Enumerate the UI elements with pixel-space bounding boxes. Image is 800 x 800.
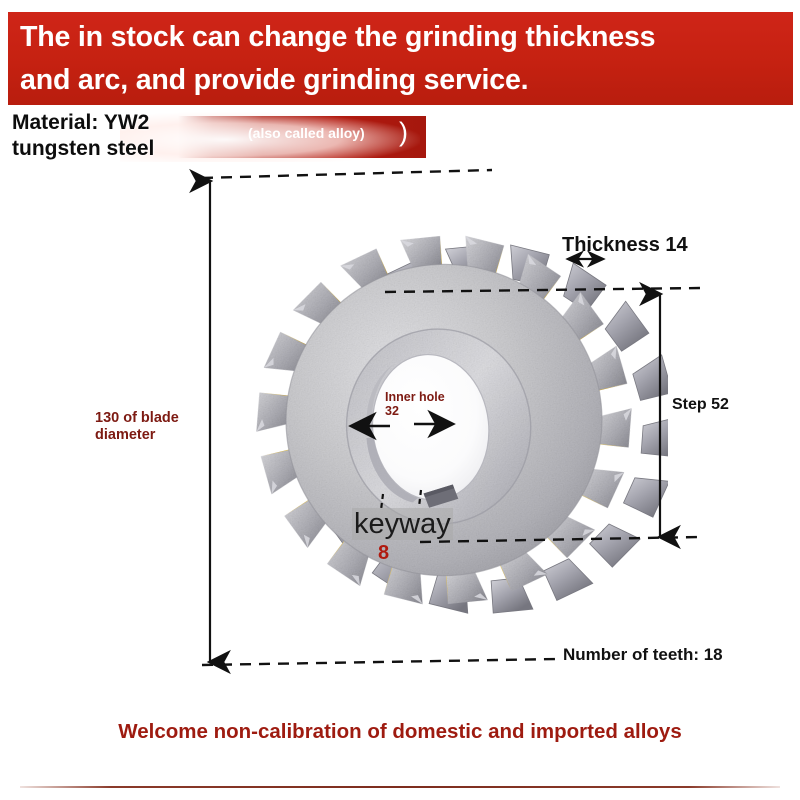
headline-banner: The in stock can change the grinding thi… xyxy=(8,12,793,105)
blade-tooth-back xyxy=(622,477,668,518)
label-thickness: Thickness 14 xyxy=(562,234,688,256)
blade-tooth xyxy=(587,345,628,392)
blade-tooth-back xyxy=(640,416,668,458)
label-blade-diameter: 130 of blade diameter xyxy=(95,410,179,443)
headline-line-1: The in stock can change the grinding thi… xyxy=(20,21,656,53)
alloy-ribbon-paren: ) xyxy=(399,117,408,147)
blade-tooth-back xyxy=(543,558,594,601)
blade-tooth xyxy=(260,448,301,495)
carbide-braze xyxy=(327,537,347,563)
blade-tooth-back xyxy=(632,354,668,401)
label-keyway: keyway xyxy=(352,508,453,540)
carbide-braze xyxy=(440,237,443,269)
carbide-braze xyxy=(445,571,448,603)
label-number-of-teeth: Number of teeth: 18 xyxy=(563,645,723,664)
label-inner-hole: Inner hole 32 xyxy=(385,390,445,418)
material-block: Material: YW2 tungsten steel xyxy=(12,110,242,162)
label-keyway-size: 8 xyxy=(378,542,390,564)
blade-tooth xyxy=(465,235,505,277)
blade-tooth-back xyxy=(604,300,650,352)
carbide-braze xyxy=(578,493,607,508)
footer-divider xyxy=(20,786,780,788)
blade-tooth xyxy=(595,408,632,448)
blade-tooth xyxy=(400,236,443,272)
material-line-2: tungsten steel xyxy=(12,137,155,160)
saw-blade-illustration xyxy=(248,168,668,668)
blade-tooth xyxy=(383,563,423,605)
blade-tooth xyxy=(256,392,293,432)
material-line-1: Material: YW2 xyxy=(12,111,150,134)
footer-slogan: Welcome non-calibration of domestic and … xyxy=(118,720,682,743)
blade-tooth-back xyxy=(589,523,641,568)
keyway-notch xyxy=(423,484,459,508)
carbide-braze xyxy=(285,497,312,516)
blade-tooth xyxy=(445,568,488,604)
headline-line-2: and arc, and provide grinding service. xyxy=(20,64,529,96)
blade-tooth-back xyxy=(490,577,534,614)
carbide-braze xyxy=(260,392,293,396)
label-step: Step 52 xyxy=(672,396,729,413)
carbide-braze xyxy=(281,332,310,347)
alloy-ribbon-label: (also called alloy) xyxy=(248,125,365,141)
carbide-braze xyxy=(595,444,628,448)
